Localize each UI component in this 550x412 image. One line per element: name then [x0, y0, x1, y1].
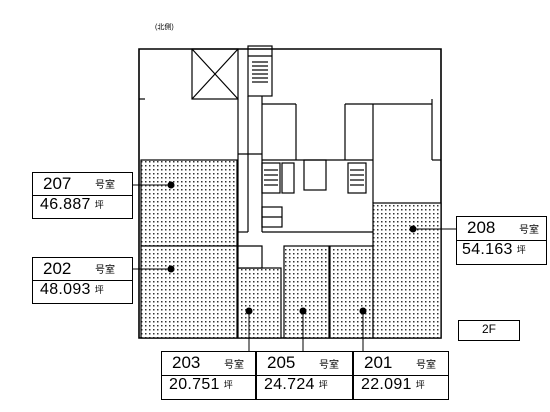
area-unit: 坪 [516, 245, 526, 255]
notch-lines [237, 245, 263, 269]
unit-number: 201 [364, 353, 393, 373]
area-unit: 坪 [94, 285, 104, 295]
room-suffix: 号室 [319, 359, 339, 371]
area-unit-205 [283, 245, 330, 339]
leader-lines [132, 184, 456, 351]
unit-area: 54.163 [462, 240, 513, 258]
north-note: (北側) [155, 24, 174, 31]
unit-number: 205 [267, 353, 296, 373]
area-unit-208 [372, 202, 442, 339]
room-suffix: 号室 [224, 359, 244, 371]
room-suffix: 号室 [416, 359, 436, 371]
area-unit-202 [140, 245, 238, 339]
area-unit: 坪 [318, 380, 328, 390]
area-unit: 坪 [415, 380, 425, 390]
room-suffix: 号室 [95, 265, 115, 277]
unit-area: 46.887 [40, 195, 91, 213]
unit-number: 203 [172, 353, 201, 373]
unit-number: 207 [43, 173, 72, 193]
room-suffix: 号室 [95, 180, 115, 192]
unit-number: 208 [467, 218, 496, 238]
unit-area: 48.093 [40, 280, 91, 298]
unit-area: 20.751 [169, 375, 220, 393]
unit-area: 22.091 [361, 375, 412, 393]
unit-number: 202 [43, 258, 72, 278]
core-structure [139, 45, 441, 246]
area-unit-207 [140, 159, 238, 247]
room-suffix: 号室 [519, 224, 539, 236]
unit-area: 24.724 [264, 375, 315, 393]
area-unit-201 [329, 245, 374, 339]
area-unit: 坪 [223, 380, 233, 390]
area-unit: 坪 [94, 200, 104, 210]
floor-label: 2F [458, 320, 520, 341]
area-unit-203 [237, 267, 282, 339]
